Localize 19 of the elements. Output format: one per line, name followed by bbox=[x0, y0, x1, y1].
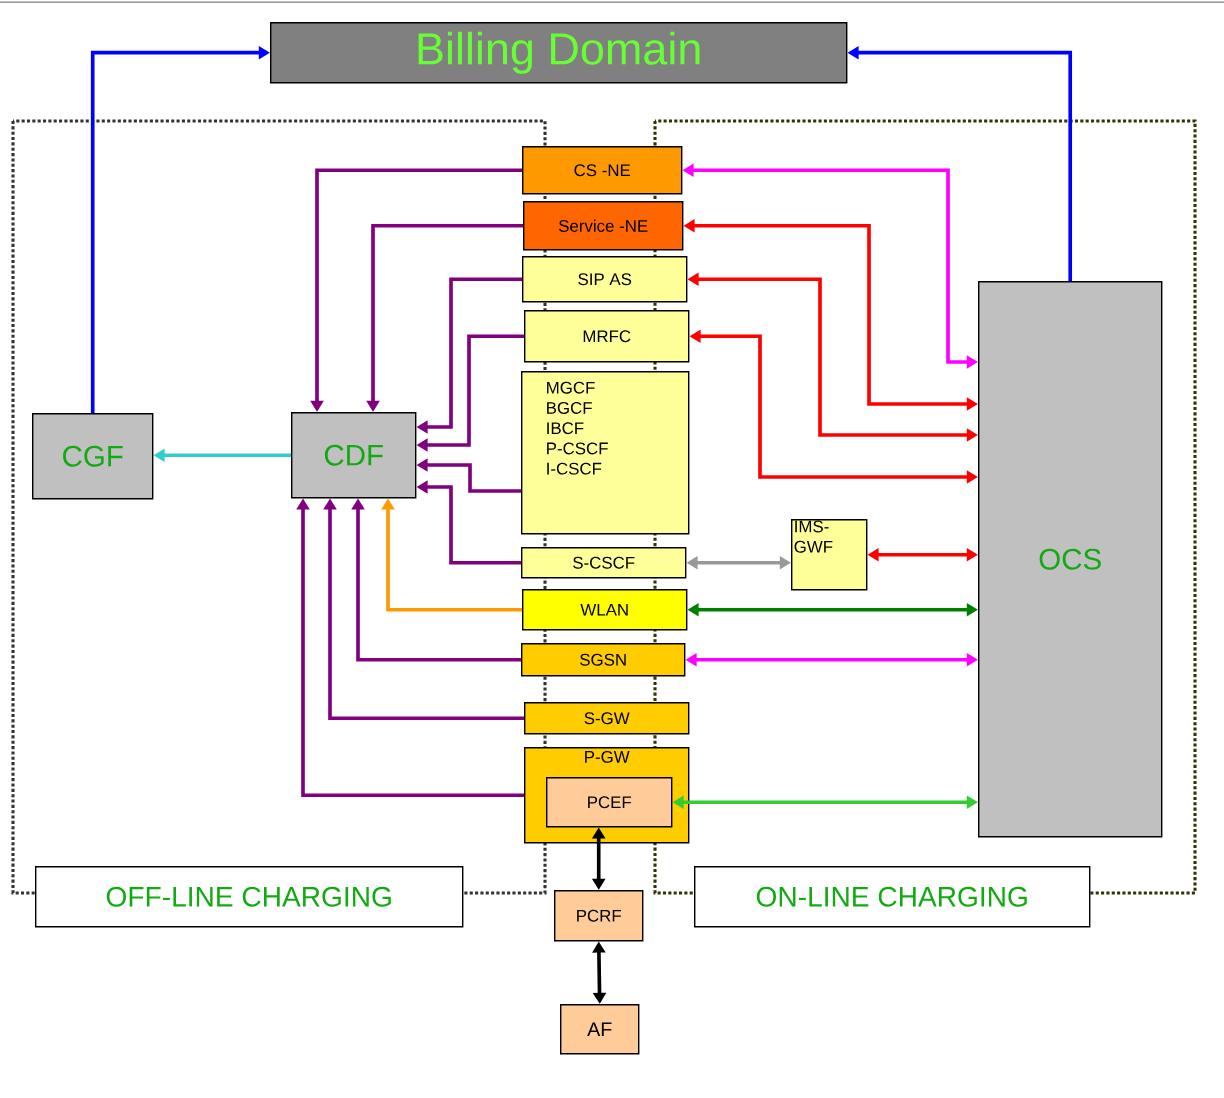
region-label-box: ON-LINE CHARGING bbox=[694, 866, 1091, 928]
function-box: MRFC bbox=[524, 310, 690, 363]
function-box: S-CSCF bbox=[521, 547, 687, 579]
domain-box: Billing Domain bbox=[270, 22, 848, 84]
network-element-box: WLAN bbox=[522, 589, 688, 631]
function-box: MGCF BGCF IBCF P-CSCF I-CSCF bbox=[521, 371, 690, 535]
region-label-box: OFF-LINE CHARGING bbox=[35, 866, 464, 928]
function-box: AF bbox=[560, 1004, 640, 1055]
function-box: PCRF bbox=[554, 890, 644, 942]
function-box: SIP AS bbox=[522, 256, 688, 303]
charging-function-box: CGF bbox=[32, 413, 154, 500]
function-box: IMS-GWF bbox=[791, 519, 868, 591]
charging-function-box: CDF bbox=[291, 412, 417, 499]
network-element-box: Service -NE bbox=[523, 201, 684, 251]
network-element-box: CS -NE bbox=[522, 146, 683, 195]
network-element-box: SGSN bbox=[521, 643, 686, 677]
charging-system-box: OCS bbox=[978, 281, 1163, 838]
network-element-box: S-GW bbox=[524, 702, 690, 735]
function-box: PCEF bbox=[546, 777, 673, 828]
